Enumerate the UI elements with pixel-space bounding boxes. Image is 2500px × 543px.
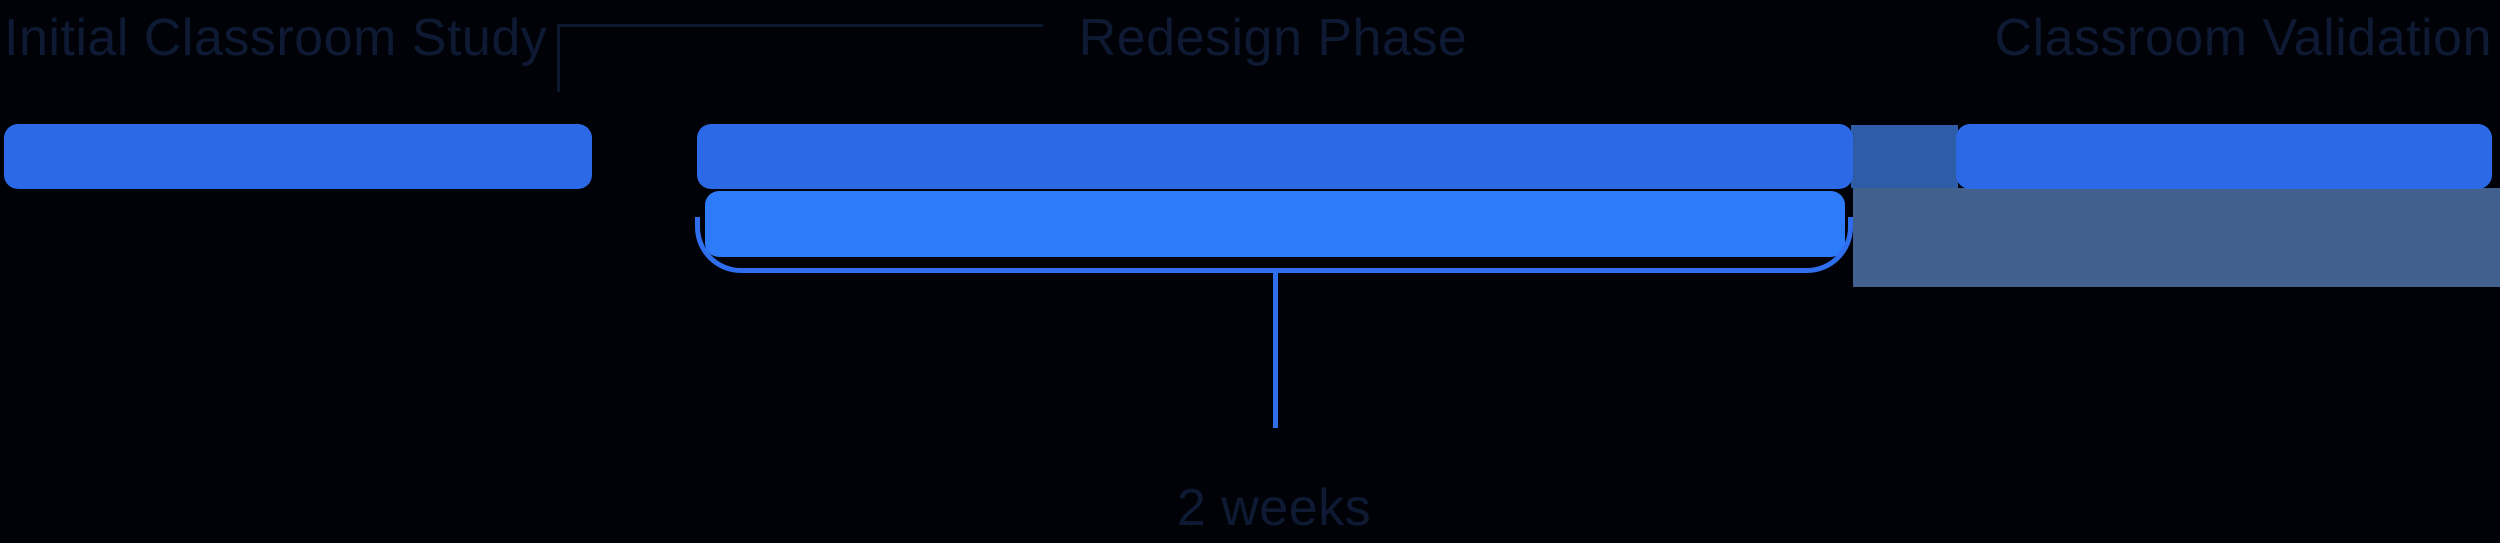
phase-title-initial-classroom-study: Initial Classroom Study xyxy=(4,9,548,67)
redesign-subphase-bar xyxy=(705,191,1845,257)
phase-bar-classroom-validation xyxy=(1956,124,2492,189)
duration-leader-line xyxy=(1273,272,1278,428)
phase-bar-redesign-phase xyxy=(697,124,1853,189)
phase-bar-initial-classroom-study xyxy=(4,124,592,189)
duration-label: 2 weeks xyxy=(1176,479,1372,537)
validation-underlay-block xyxy=(1853,188,2500,287)
title-leader-line-vertical xyxy=(557,24,560,92)
title-leader-line-horizontal xyxy=(557,24,1043,27)
phase-connector-band xyxy=(1851,125,1958,188)
phase-title-redesign-phase: Redesign Phase xyxy=(1078,9,1468,67)
duration-bracket xyxy=(695,217,1853,273)
phase-title-classroom-validation: Classroom Validation xyxy=(1994,9,2492,67)
